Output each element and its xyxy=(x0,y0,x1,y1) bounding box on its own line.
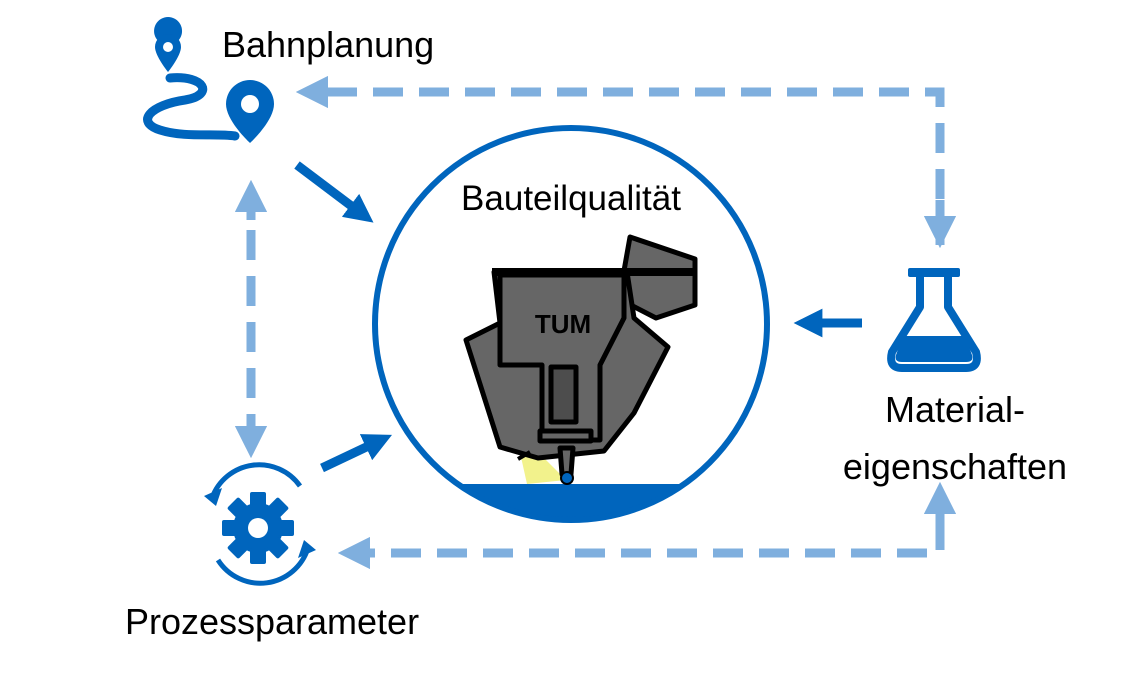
print-head-sensor xyxy=(516,450,532,461)
print-head-slot xyxy=(548,364,579,425)
route-pin-icon xyxy=(143,17,274,143)
material-label-line1: Material- xyxy=(885,389,1025,430)
arrow-process-to-quality xyxy=(320,434,393,473)
dashed-arrow-top xyxy=(295,75,945,245)
print-head-nozzle-mount xyxy=(537,428,594,444)
dashed-arrow-bottom xyxy=(337,520,945,570)
print-head-nozzle xyxy=(557,445,576,477)
print-head-nozzle-tip xyxy=(560,471,574,485)
dashed-connections xyxy=(234,75,957,570)
path-planning-node: Bahnplanung xyxy=(143,17,434,143)
arrow-path-planning-to-quality xyxy=(294,161,374,223)
flask-icon xyxy=(887,268,981,372)
build-plate xyxy=(375,484,767,520)
material-label-line2: eigenschaften xyxy=(843,446,1067,487)
process-node: Prozessparameter xyxy=(125,462,419,642)
gear-cycle-icon xyxy=(204,462,316,586)
process-label: Prozessparameter xyxy=(125,601,419,642)
quality-circle: Bauteilqualität TUM xyxy=(372,125,770,523)
quality-label: Bauteilqualität xyxy=(461,179,681,218)
path-planning-label: Bahnplanung xyxy=(222,24,434,65)
tum-logo: TUM xyxy=(535,309,591,339)
quality-circle-outline xyxy=(372,125,770,523)
print-head-icon: TUM xyxy=(463,234,698,485)
solid-arrows xyxy=(294,161,862,473)
print-head-inner-plate xyxy=(497,272,627,443)
material-node: Material- eigenschaften xyxy=(843,268,1067,487)
print-glow xyxy=(521,455,566,484)
